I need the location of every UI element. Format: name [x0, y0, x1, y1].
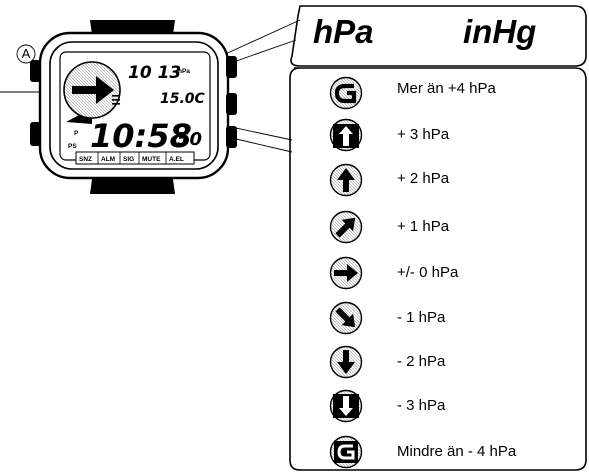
watch-button-label-0: SNZ: [79, 156, 92, 163]
unit-header-box: [290, 5, 587, 67]
watch-button-mid-right: [226, 93, 237, 115]
watch-time: 10:58: [90, 117, 192, 155]
watch-ps-label: PS: [68, 143, 77, 150]
unit-inhg-label: inHg: [463, 13, 537, 50]
watch-button-label-3: MUTE: [142, 156, 161, 163]
unit-hpa-label: hPa: [313, 13, 374, 50]
watch-button-bottom-left: [30, 122, 41, 146]
legend-icon-arrow-up-right: [329, 210, 363, 244]
legend-icon-arrow-up: [329, 163, 363, 197]
callout-circle: [16, 44, 36, 64]
watch-p-label: P: [74, 130, 79, 137]
watch-seconds: 50: [177, 129, 202, 150]
legend-icon-double-arrow-down: [329, 389, 363, 423]
legend-label-2: + 2 hPa: [397, 170, 450, 187]
legend-icon-g-inverted: [329, 435, 363, 469]
watch-button-label-2: SIG: [123, 156, 134, 163]
watch: [30, 20, 237, 194]
legend-panel: [289, 67, 587, 471]
watch-unit-small: hPa: [178, 68, 190, 75]
legend-icon-arrow-right: [329, 256, 363, 290]
legend-icon-arrow-down: [329, 345, 363, 379]
legend-label-1: + 3 hPa: [397, 126, 450, 143]
watch-button-bottom-right: [226, 126, 237, 148]
legend-label-3: + 1 hPa: [397, 218, 450, 235]
legend-label-6: - 2 hPa: [397, 353, 446, 370]
watch-date: 10 13: [128, 63, 181, 83]
watch-indicator-magnifier: [63, 61, 121, 119]
legend-label-7: - 3 hPa: [397, 397, 446, 414]
watch-button-label-1: ALM: [101, 156, 115, 163]
callout-label-a: A: [21, 46, 31, 61]
legend-label-4: +/- 0 hPa: [397, 264, 459, 281]
legend-label-5: - 1 hPa: [397, 309, 446, 326]
watch-button-label-strip: [75, 151, 195, 165]
watch-button-label-4: A.EL: [169, 156, 184, 163]
legend-label-0: Mer än +4 hPa: [397, 80, 496, 97]
legend-icon-g: [329, 76, 363, 110]
legend-icon-double-arrow-up: [329, 118, 363, 152]
watch-button-top-right: [226, 56, 237, 78]
watch-button-top-left: [30, 60, 41, 82]
watch-pressure: 15.0C: [160, 91, 206, 107]
legend-label-8: Mindre än - 4 hPa: [397, 443, 517, 460]
legend-icon-arrow-down-right: [329, 301, 363, 335]
